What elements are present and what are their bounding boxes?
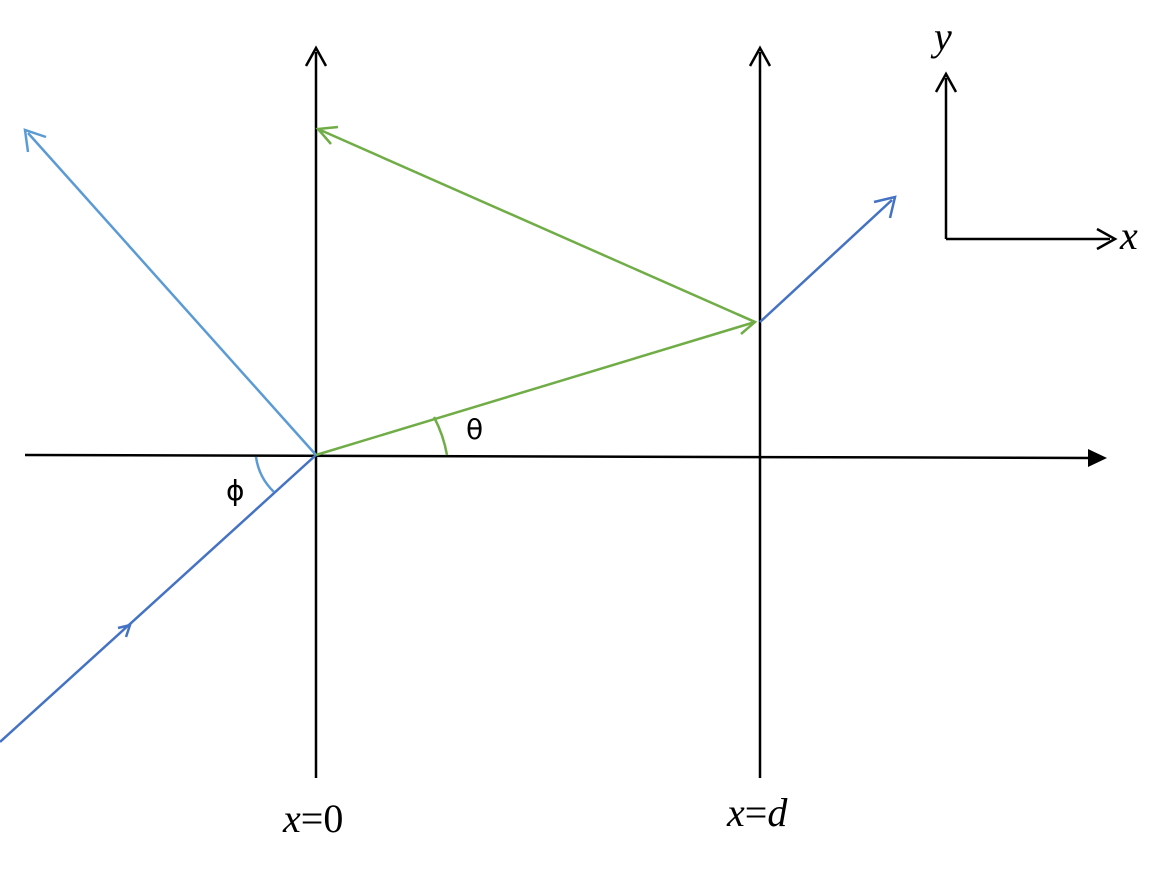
plane-xd-line: [748, 45, 772, 778]
phi-arc: [254, 456, 275, 493]
plane-x0-line: [304, 45, 328, 778]
reflected-ray: [23, 128, 317, 456]
horizontal-axis: [24, 449, 1107, 467]
phi-label: ϕ: [226, 474, 244, 507]
incident-ray: [0, 454, 317, 743]
internal-ray-forward: [315, 312, 758, 457]
plane-x0-label: x=0: [282, 796, 343, 841]
theta-arc: [432, 416, 449, 456]
coordinate-axes-icon: [934, 71, 1118, 251]
plane-xd-label: x=d: [726, 790, 788, 835]
theta-label: θ: [466, 413, 483, 446]
transmitted-ray: [759, 195, 897, 323]
axis-y-label: y: [930, 14, 952, 59]
axis-x-label: x: [1119, 213, 1138, 258]
internal-ray-backward: [315, 125, 756, 324]
